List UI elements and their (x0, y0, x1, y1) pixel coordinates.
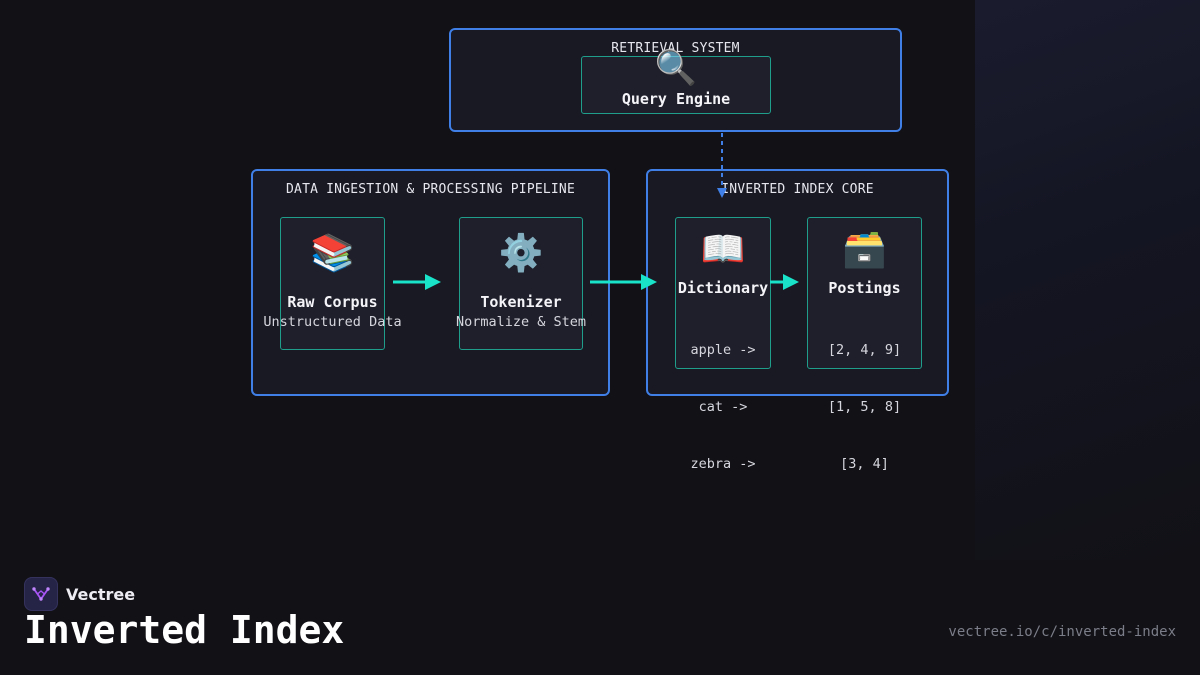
dictionary-node[interactable]: 📖 Dictionary apple -> cat -> zebra -> (675, 217, 771, 472)
tokenizer-title: Tokenizer (480, 293, 562, 311)
dictionary-title: Dictionary (677, 279, 769, 297)
pipeline-group: DATA INGESTION & PROCESSING PIPELINE 📚 R… (251, 169, 610, 396)
brand-name: Vectree (66, 584, 136, 604)
raw-corpus-subtitle: Unstructured Data (263, 314, 402, 330)
index-core-title: INVERTED INDEX CORE (721, 182, 874, 197)
tokenizer-to-dictionary-arrowhead (641, 274, 657, 290)
books-icon: 📚 (310, 233, 355, 274)
postings-entry: [1, 5, 8] (827, 399, 902, 415)
vectree-logo-icon (24, 577, 58, 611)
postings-title: Postings (828, 279, 901, 297)
tokenizer-node[interactable]: ⚙️ Tokenizer Normalize & Stem (456, 217, 586, 350)
gear-icon: ⚙️ (498, 233, 544, 274)
card-file-box-icon: 🗃️ (842, 229, 887, 270)
retrieval-system-group: RETRIEVAL SYSTEM 🔍 Query Engine (449, 28, 902, 132)
pipeline-title: DATA INGESTION & PROCESSING PIPELINE (286, 182, 575, 197)
postings-entries: [2, 4, 9] [1, 5, 8] [3, 4] (808, 303, 921, 512)
query-engine-node[interactable]: 🔍 Query Engine (581, 51, 771, 114)
dictionary-entry: cat -> (698, 399, 748, 415)
query-engine-title: Query Engine (621, 90, 731, 108)
background-glow (975, 0, 1200, 560)
query-to-index-arrowhead (717, 188, 727, 198)
dictionary-entries: apple -> cat -> zebra -> (676, 303, 770, 512)
dictionary-entry: apple -> (690, 342, 756, 358)
page-title: Inverted Index (24, 608, 345, 652)
dictionary-to-postings-arrowhead (783, 274, 799, 290)
raw-corpus-title: Raw Corpus (287, 293, 378, 311)
corpus-to-tokenizer-arrowhead (425, 274, 441, 290)
postings-node[interactable]: 🗃️ Postings [2, 4, 9] [1, 5, 8] [3, 4] (807, 217, 922, 472)
open-book-icon: 📖 (700, 229, 746, 270)
tokenizer-subtitle: Normalize & Stem (455, 314, 587, 330)
magnifying-glass-icon: 🔍 (654, 48, 698, 88)
dictionary-entry: zebra -> (690, 456, 756, 472)
brand[interactable]: Vectree (24, 577, 135, 611)
postings-entry: [2, 4, 9] (827, 342, 902, 358)
retrieval-system-title: RETRIEVAL SYSTEM (611, 41, 740, 56)
postings-entry: [3, 4] (840, 456, 889, 472)
raw-corpus-node[interactable]: 📚 Raw Corpus Unstructured Data (263, 217, 402, 350)
page-url[interactable]: vectree.io/c/inverted-index (948, 624, 1176, 640)
